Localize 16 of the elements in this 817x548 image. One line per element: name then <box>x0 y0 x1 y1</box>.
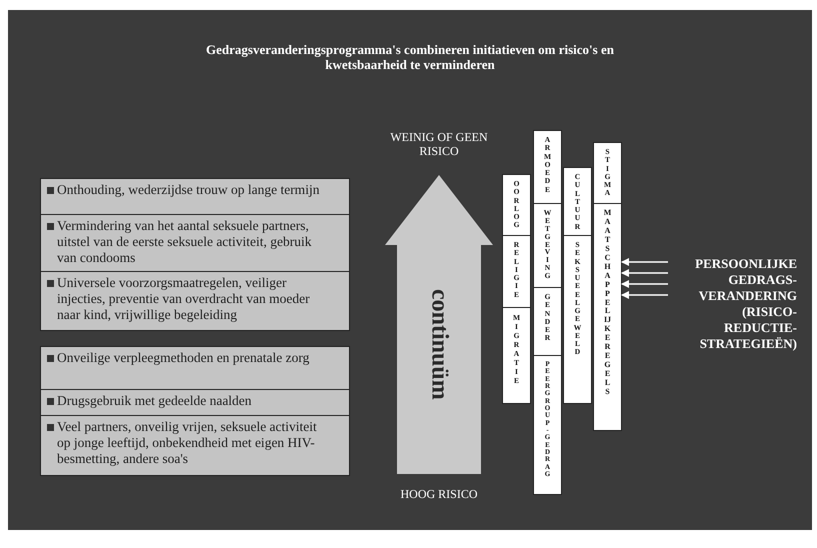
arrow <box>621 269 668 277</box>
item-text: Veel partners, onveilig vrijen, seksuele activiteit op jonge leeftijd, onbekendheid met eigen HIV-besmetting, andere soa's <box>57 419 318 467</box>
item-text: Onthouding, wederzijdse trouw op lange termijn <box>57 182 320 198</box>
item-text: Universele voorzorgsmaatregelen, veiliger injecties, preventie van overdracht van moeder naar kind, vrijwillige begeleiding <box>57 275 311 323</box>
strategy-label: PERSOONLIJKE GEDRAGS-VERANDERING (RISICO-REDUCTIE-STRATEGIEËN) <box>672 256 797 352</box>
title: Gedragsveranderingsprogramma's combineren initiatieven om risico's en kwetsbaarheid te verminderen <box>205 42 615 72</box>
factor-column: MAATSCHAPPELIJKE REGELS <box>593 203 622 431</box>
continuum-arrow: continuüm <box>385 175 493 474</box>
scale-label: HOOG RISICO <box>399 487 478 501</box>
arrow <box>621 280 668 288</box>
arrow <box>621 291 668 299</box>
item-text: Drugsgebruik met gedeelde naalden <box>57 393 252 409</box>
scale-label: WEINIG OF GEEN RISICO <box>389 130 489 158</box>
item-text: Onveilige verpleegmethoden en prenatale zorg <box>57 350 310 366</box>
arrow <box>621 258 668 266</box>
item-text: Vermindering van het aantal seksuele partners, uitstel van de eerste seksuele activiteit, gebruik van condooms <box>57 218 313 266</box>
